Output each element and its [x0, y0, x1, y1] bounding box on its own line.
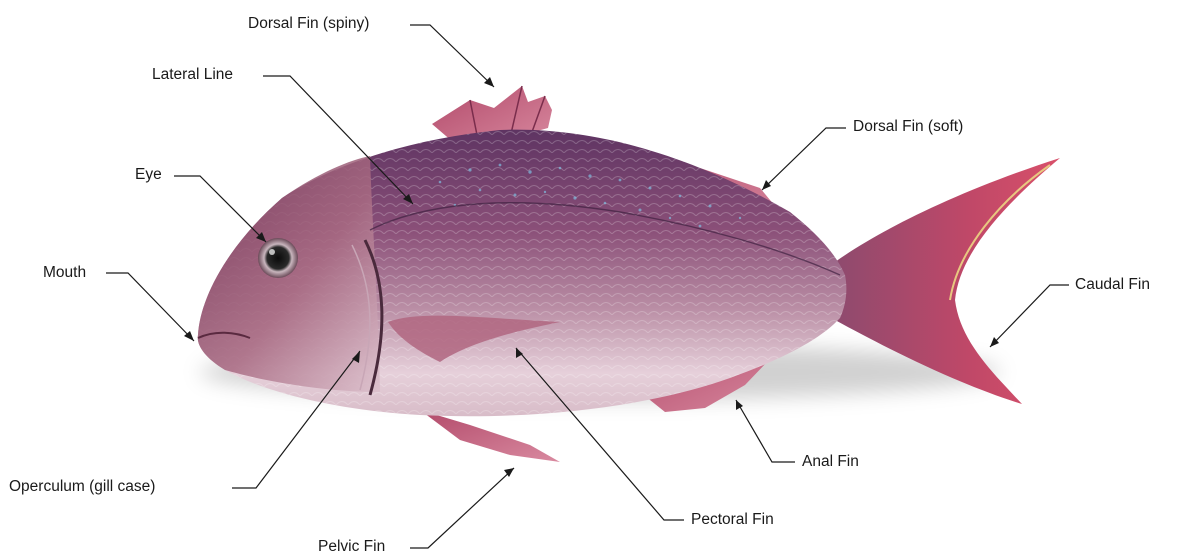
pelvic-fin-shape: [420, 410, 560, 462]
label-dorsal-fin-soft: Dorsal Fin (soft): [853, 118, 963, 136]
eye-shape: [258, 238, 298, 278]
leader-dorsal-spiny: [410, 25, 494, 87]
label-dorsal-fin-spiny: Dorsal Fin (spiny): [248, 15, 369, 33]
leader-caudal: [990, 285, 1069, 347]
label-lateral-line: Lateral Line: [152, 66, 233, 84]
label-operculum: Operculum (gill case): [9, 478, 155, 496]
label-eye: Eye: [135, 166, 162, 184]
label-mouth: Mouth: [43, 264, 86, 282]
label-caudal-fin: Caudal Fin: [1075, 276, 1150, 294]
label-pectoral-fin: Pectoral Fin: [691, 511, 774, 529]
leader-anal: [736, 400, 795, 462]
leader-pelvic: [410, 468, 514, 548]
label-pelvic-fin: Pelvic Fin: [318, 538, 385, 556]
leader-mouth: [106, 273, 194, 341]
leader-dorsal-soft: [762, 128, 846, 190]
label-anal-fin: Anal Fin: [802, 453, 859, 471]
